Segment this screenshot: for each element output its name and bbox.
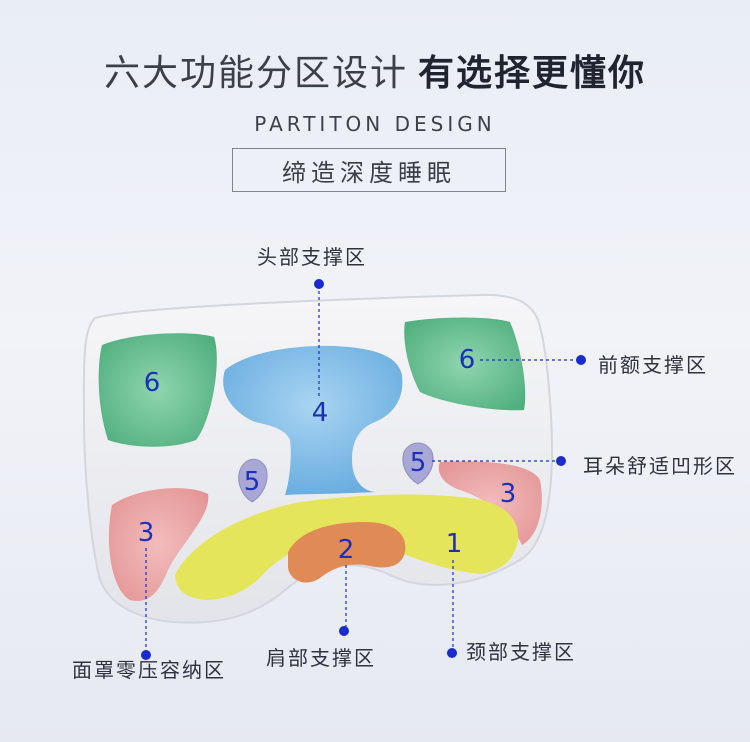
- label-shoulder-support: 肩部支撑区: [266, 642, 376, 671]
- marker-dot-head: [314, 279, 324, 289]
- zone-number-4: 4: [312, 398, 329, 428]
- marker-dot-neck: [447, 648, 457, 658]
- zone-number-1: 1: [446, 529, 463, 559]
- zone-number-6-right: 6: [459, 345, 476, 375]
- zone-number-5-right: 5: [410, 448, 427, 478]
- zone-number-6-left: 6: [144, 368, 161, 398]
- label-forehead-support: 前额支撑区: [598, 349, 708, 378]
- label-ear-groove: 耳朵舒适凹形区: [583, 450, 737, 479]
- zone-number-5-left: 5: [244, 467, 261, 497]
- marker-dot-ear: [556, 456, 566, 466]
- marker-dot-shoulder: [339, 626, 349, 636]
- zone-number-3-right: 3: [500, 479, 517, 509]
- label-head-support: 头部支撑区: [257, 241, 367, 270]
- label-face-mask-zone: 面罩零压容纳区: [72, 654, 226, 683]
- zone-number-2: 2: [338, 535, 355, 565]
- label-neck-support: 颈部支撑区: [466, 636, 576, 665]
- marker-dot-forehead: [576, 355, 586, 365]
- zone-number-3-left: 3: [138, 518, 155, 548]
